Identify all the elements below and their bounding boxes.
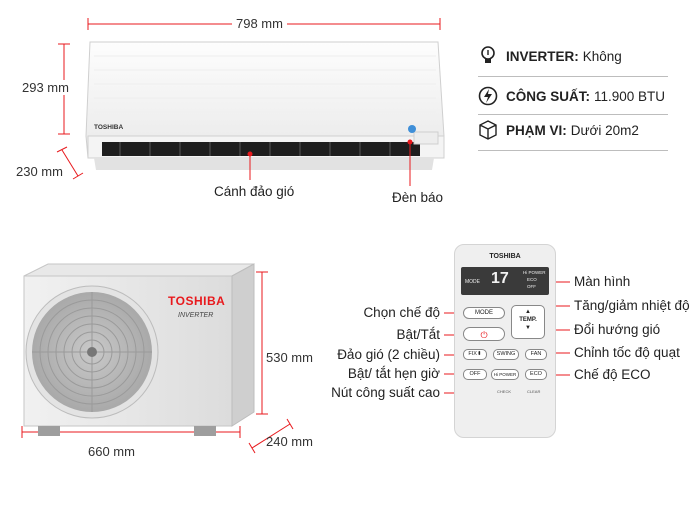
remote-label-temp: Tăng/giảm nhiệt độ: [574, 298, 690, 313]
temp-down-icon: ▼: [525, 325, 531, 331]
remote-label-direction: Đổi hướng gió: [574, 322, 661, 337]
outdoor-sub-label: INVERTER: [178, 312, 214, 319]
spec-key: PHẠM VI:: [506, 122, 567, 138]
temp-up-icon: ▲: [525, 309, 531, 315]
temp-button[interactable]: ▲ TEMP. ▼: [511, 305, 545, 339]
swing-button-label: SWING: [496, 351, 516, 357]
display-temperature: 17: [491, 270, 509, 287]
outdoor-height-dimension: 530 mm: [266, 350, 313, 365]
swing-button[interactable]: SWING: [493, 349, 519, 360]
spec-divider: [478, 114, 668, 115]
spec-divider: [478, 76, 668, 77]
clear-button-label[interactable]: CLEAR: [527, 389, 541, 394]
hipower-button-label: Hi POWER: [493, 372, 517, 377]
indicator-light: [408, 125, 416, 133]
indoor-unit: TOSHIBA: [80, 36, 448, 186]
indicator-label: Đèn báo: [392, 190, 444, 205]
cube-icon: [478, 119, 498, 141]
lightning-icon: [478, 85, 498, 107]
timer-off-button[interactable]: OFF: [463, 369, 487, 380]
indoor-brand-logo: TOSHIBA: [94, 124, 124, 131]
indoor-depth-dimension: 230 mm: [16, 164, 63, 179]
fix-arrow-icon: ⬍: [476, 351, 482, 357]
temp-button-label: TEMP.: [519, 317, 537, 323]
spec-capacity: CÔNG SUẤT: 11.900 BTU: [478, 78, 668, 114]
outdoor-depth-dimension: 240 mm: [266, 434, 313, 449]
eco-button[interactable]: ECO: [525, 369, 547, 380]
bulb-icon: [478, 45, 498, 67]
power-button[interactable]: ⏻: [463, 327, 505, 341]
display-mode: MODE: [465, 279, 480, 285]
outdoor-unit: TOSHIBA INVERTER: [18, 262, 258, 442]
spec-value: 11.900 BTU: [594, 88, 666, 104]
mode-button[interactable]: MODE: [463, 307, 505, 319]
remote-label-hipower: Nút công suất cao: [331, 385, 440, 400]
check-button-label[interactable]: CHECK: [497, 389, 512, 394]
remote-label-eco: Chế độ ECO: [574, 367, 651, 382]
remote-label-fan: Chỉnh tốc độ quạt: [574, 345, 680, 360]
timer-off-button-label: OFF: [469, 371, 481, 377]
hipower-button[interactable]: Hi POWER: [491, 369, 519, 380]
remote-label-power: Bật/Tắt: [396, 327, 440, 342]
fan-button-label: FAN: [530, 351, 542, 357]
remote-label-swing: Đảo gió (2 chiều): [337, 347, 440, 362]
remote-label-display: Màn hình: [574, 274, 631, 289]
remote-brand: TOSHIBA: [489, 253, 521, 260]
spec-value: Không: [582, 48, 622, 64]
display-hipower: Hi POWER: [523, 270, 546, 275]
remote-control: TOSHIBA MODE 17 Hi POWER ECO OFF MODE ⏻ …: [454, 244, 556, 438]
spec-key: INVERTER:: [506, 48, 579, 64]
spec-range: PHẠM VI: Dưới 20m2: [478, 112, 668, 148]
remote-display: MODE 17 Hi POWER ECO OFF: [461, 267, 549, 295]
power-icon: ⏻: [480, 330, 488, 340]
display-eco: ECO: [527, 277, 537, 282]
fan-button[interactable]: FAN: [525, 349, 547, 360]
spec-divider: [478, 150, 668, 151]
indoor-height-dimension: 293 mm: [22, 80, 69, 95]
eco-button-label: ECO: [530, 371, 542, 377]
outdoor-width-dimension: 660 mm: [88, 444, 135, 459]
spec-inverter: INVERTER: Không: [478, 38, 668, 74]
mode-button-label: MODE: [475, 310, 493, 316]
remote-label-mode: Chọn chế độ: [363, 305, 440, 320]
indoor-width-dimension: 798 mm: [232, 16, 287, 31]
remote-label-timer: Bật/ tắt hẹn giờ: [347, 366, 440, 381]
fix-button-label: FIX: [468, 351, 477, 357]
fix-button[interactable]: FIX⬍: [463, 349, 487, 360]
outdoor-brand-logo: TOSHIBA: [168, 294, 226, 308]
spec-key: CÔNG SUẤT:: [506, 88, 590, 104]
spec-value: Dưới 20m2: [570, 122, 639, 138]
louver-label: Cánh đảo gió: [214, 184, 295, 199]
display-off: OFF: [527, 284, 536, 289]
